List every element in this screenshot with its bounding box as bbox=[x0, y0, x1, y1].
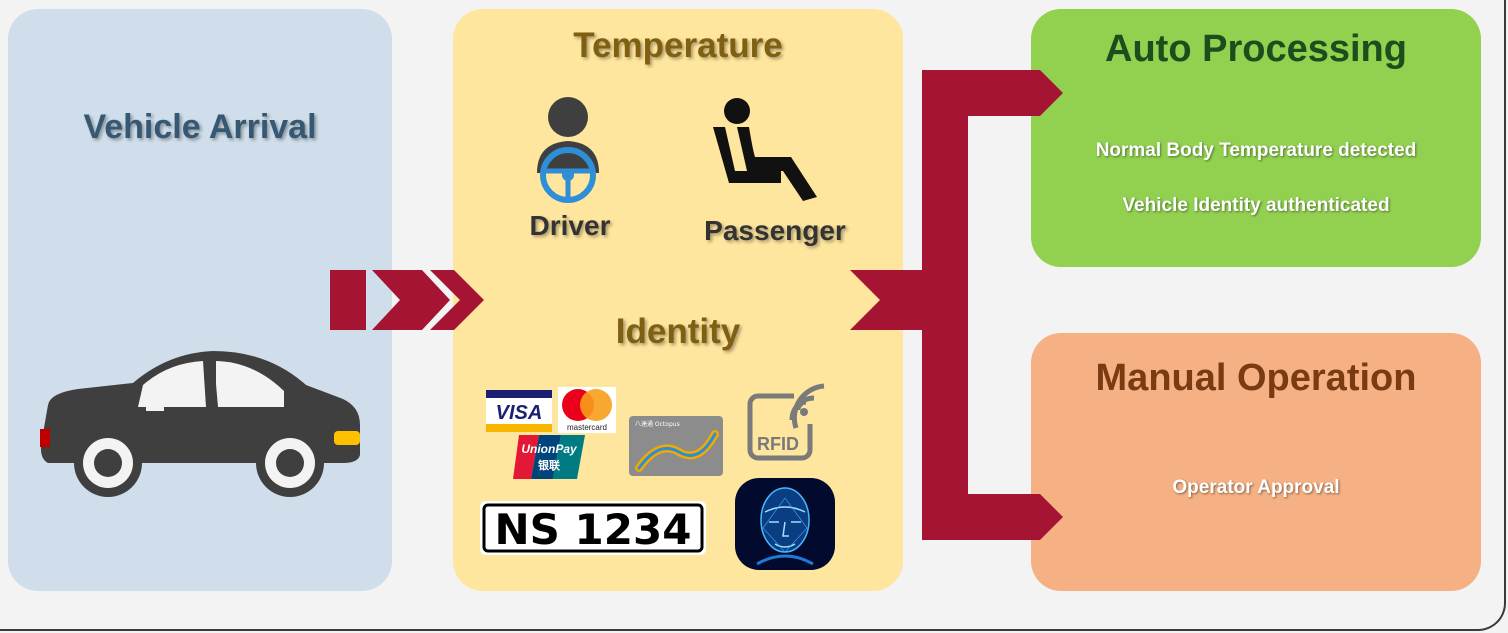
driver-label: Driver bbox=[529, 210, 611, 241]
rfid-text: RFID bbox=[757, 434, 799, 454]
car-icon bbox=[40, 351, 361, 497]
identity-title: Identity bbox=[615, 312, 741, 351]
unionpay-cn-text: 银联 bbox=[538, 458, 560, 472]
auto-processing-panel bbox=[1031, 9, 1481, 267]
face-recognition-icon bbox=[735, 478, 835, 570]
mastercard-logo: mastercard bbox=[558, 387, 616, 433]
octopus-text: 八達通 Octopus bbox=[635, 420, 680, 428]
auto-processing-line-2: Vehicle Identity authenticated bbox=[1122, 195, 1390, 216]
vehicle-arrival-panel bbox=[8, 9, 392, 591]
passenger-seat-icon bbox=[713, 98, 817, 201]
driver-icon bbox=[537, 97, 599, 203]
license-plate: NS 1234 bbox=[480, 501, 706, 555]
rfid-icon: RFID bbox=[747, 383, 828, 461]
passenger-label: Passenger bbox=[704, 215, 846, 246]
vehicle-arrival-title: Vehicle Arrival bbox=[83, 108, 317, 146]
arrow-head-to-auto bbox=[1020, 70, 1063, 116]
temperature-title: Temperature bbox=[573, 26, 783, 65]
unionpay-logo: UnionPay 银联 bbox=[513, 435, 585, 479]
auto-processing-title: Auto Processing bbox=[1105, 28, 1407, 70]
manual-operation-title: Manual Operation bbox=[1095, 357, 1417, 399]
visa-text: VISA bbox=[496, 402, 543, 424]
flow-connector bbox=[850, 70, 1055, 540]
visa-logo: VISA bbox=[486, 390, 552, 432]
mastercard-text: mastercard bbox=[567, 423, 607, 432]
unionpay-text: UnionPay bbox=[521, 442, 578, 456]
manual-operation-panel bbox=[1031, 333, 1481, 591]
manual-operation-line-1: Operator Approval bbox=[1172, 477, 1340, 498]
auto-processing-line-1: Normal Body Temperature detected bbox=[1095, 140, 1417, 161]
flow-arrow-arrival-to-checks bbox=[330, 270, 484, 330]
license-plate-text: NS 1234 bbox=[495, 505, 692, 554]
arrow-head-to-manual bbox=[1020, 494, 1063, 540]
octopus-card: 八達通 Octopus bbox=[629, 416, 723, 476]
